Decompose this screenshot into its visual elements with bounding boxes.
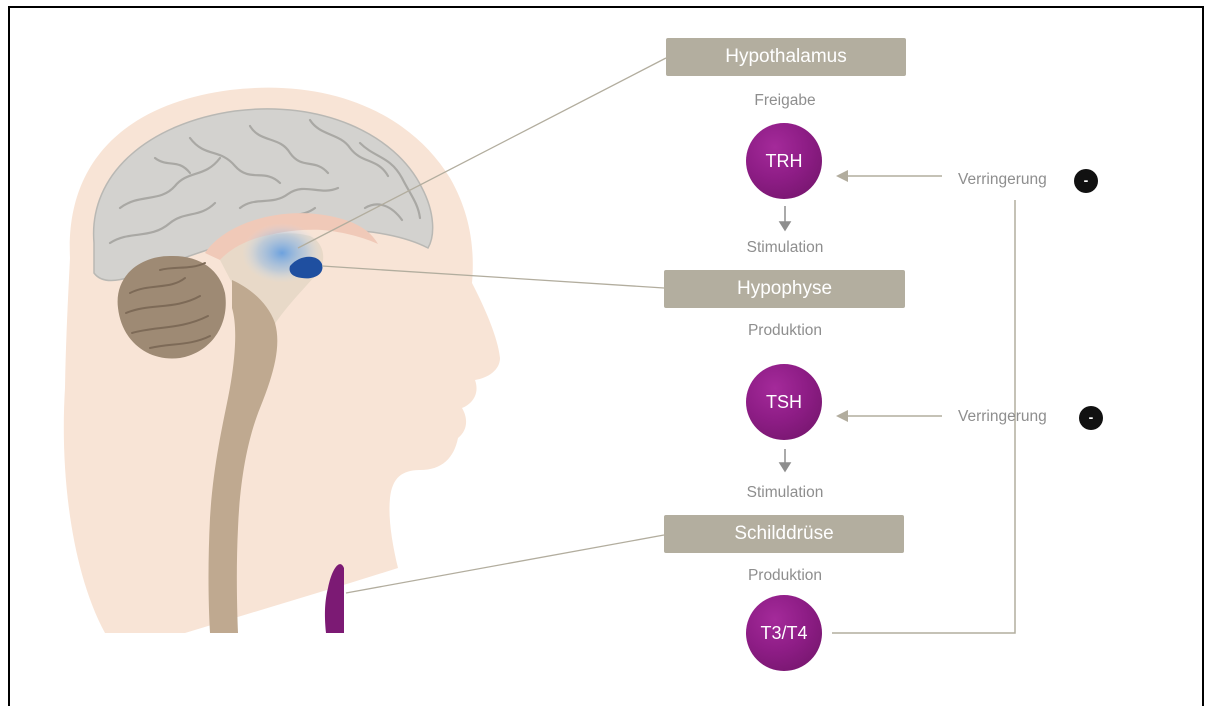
trh-hormone: TRH (746, 123, 822, 199)
hypothalamus-box: Hypothalamus (666, 38, 906, 76)
stimulation-label-2: Stimulation (685, 484, 885, 502)
diagram-frame: Hypothalamus Hypophyse Schilddrüse Freig… (8, 6, 1204, 706)
produktion-label-1: Produktion (685, 322, 885, 340)
schilddruese-box: Schilddrüse (664, 515, 904, 553)
tsh-hormone: TSH (746, 364, 822, 440)
minus-icon-2: - (1079, 406, 1103, 430)
anatomy-illustration (10, 8, 1204, 706)
freigabe-label: Freigabe (685, 92, 885, 110)
minus-icon-1: - (1074, 169, 1098, 193)
produktion-label-2: Produktion (685, 567, 885, 585)
verringerung-label-1: Verringerung (958, 171, 1047, 189)
verringerung-label-2: Verringerung (958, 408, 1047, 426)
t3t4-hormone: T3/T4 (746, 595, 822, 671)
hypophyse-box: Hypophyse (664, 270, 905, 308)
stimulation-label-1: Stimulation (685, 239, 885, 257)
